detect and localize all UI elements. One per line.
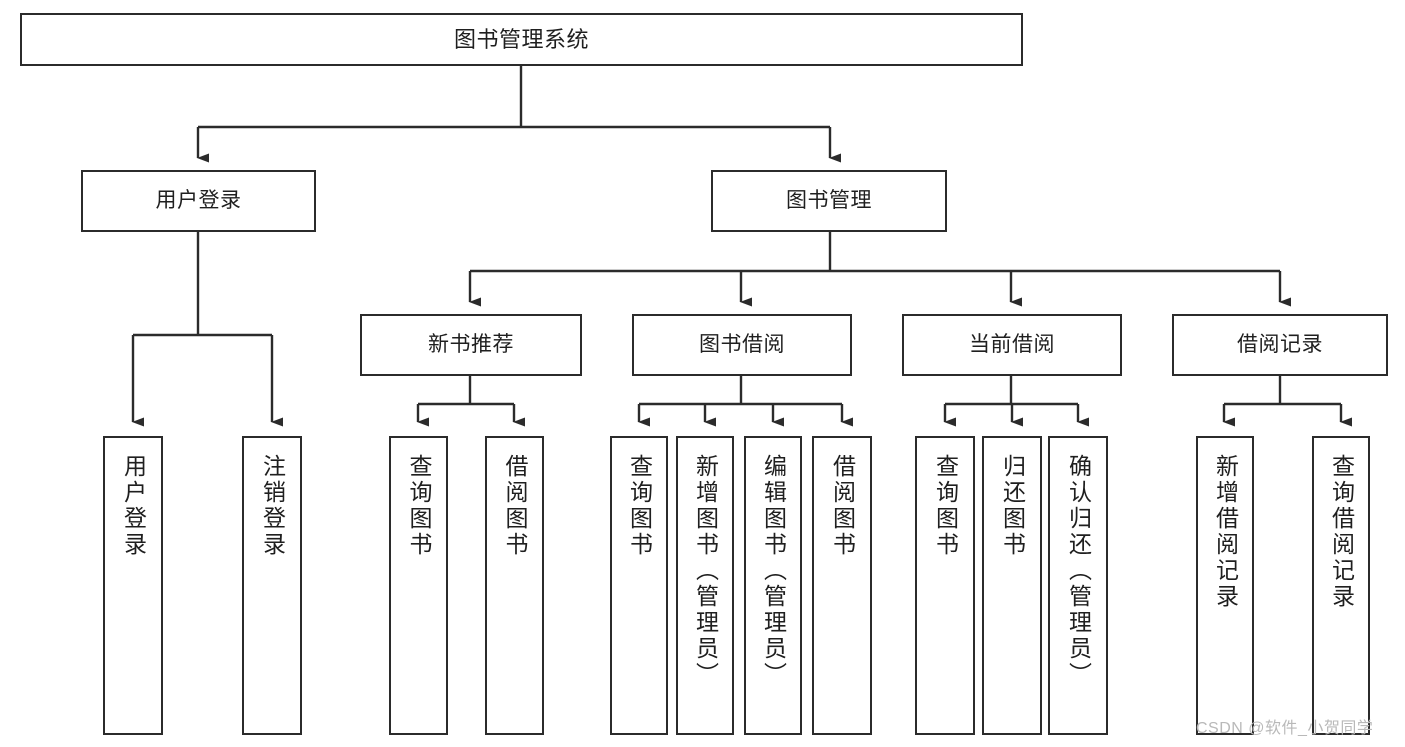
node-label: 查询图书 [406,454,432,558]
node-label: 注销登录 [259,454,286,558]
leaf-user-logout[interactable]: 注销登录 [242,436,302,735]
leaf-edit-book-admin[interactable]: 编辑图书（管理员） [744,436,802,735]
node-label: 新增借阅记录 [1212,454,1239,610]
leaf-return-book[interactable]: 归还图书 [982,436,1042,735]
node-root-book-management-system[interactable]: 图书管理系统 [20,13,1023,66]
node-label: 归还图书 [999,454,1026,558]
node-label: 用户登录 [155,188,242,212]
node-label: 图书管理 [786,188,872,212]
leaf-query-book-recommend[interactable]: 查询图书 [389,436,448,735]
node-user-login[interactable]: 用户登录 [81,170,316,232]
leaf-query-book-borrow[interactable]: 查询图书 [610,436,668,735]
node-book-borrow[interactable]: 图书借阅 [632,314,852,376]
node-label: 借阅图书 [502,454,528,558]
node-label: 新书推荐 [428,332,514,356]
node-label: 查询图书 [626,454,653,558]
node-current-borrow[interactable]: 当前借阅 [902,314,1122,376]
leaf-add-borrow-record[interactable]: 新增借阅记录 [1196,436,1254,735]
node-label: 图书借阅 [699,332,785,356]
node-label: 查询图书 [932,454,959,558]
leaf-borrow-book[interactable]: 借阅图书 [812,436,872,735]
node-label: 用户登录 [120,454,147,558]
node-label: 确认归还（管理员） [1065,454,1092,688]
node-label: 新增图书（管理员） [692,454,719,688]
node-label: 编辑图书（管理员） [760,454,787,688]
node-label: 借阅图书 [829,454,856,558]
leaf-borrow-book-recommend[interactable]: 借阅图书 [485,436,544,735]
leaf-user-login[interactable]: 用户登录 [103,436,163,735]
leaf-query-borrow-record[interactable]: 查询借阅记录 [1312,436,1370,735]
node-book-manage[interactable]: 图书管理 [711,170,947,232]
node-borrow-record[interactable]: 借阅记录 [1172,314,1388,376]
leaf-confirm-return-admin[interactable]: 确认归还（管理员） [1048,436,1108,735]
node-label: 当前借阅 [969,332,1055,356]
node-label: 借阅记录 [1237,332,1323,356]
leaf-query-book-current[interactable]: 查询图书 [915,436,975,735]
node-label: 图书管理系统 [453,26,589,52]
node-new-book-recommend[interactable]: 新书推荐 [360,314,582,376]
node-label: 查询借阅记录 [1328,454,1355,610]
leaf-add-book-admin[interactable]: 新增图书（管理员） [676,436,734,735]
